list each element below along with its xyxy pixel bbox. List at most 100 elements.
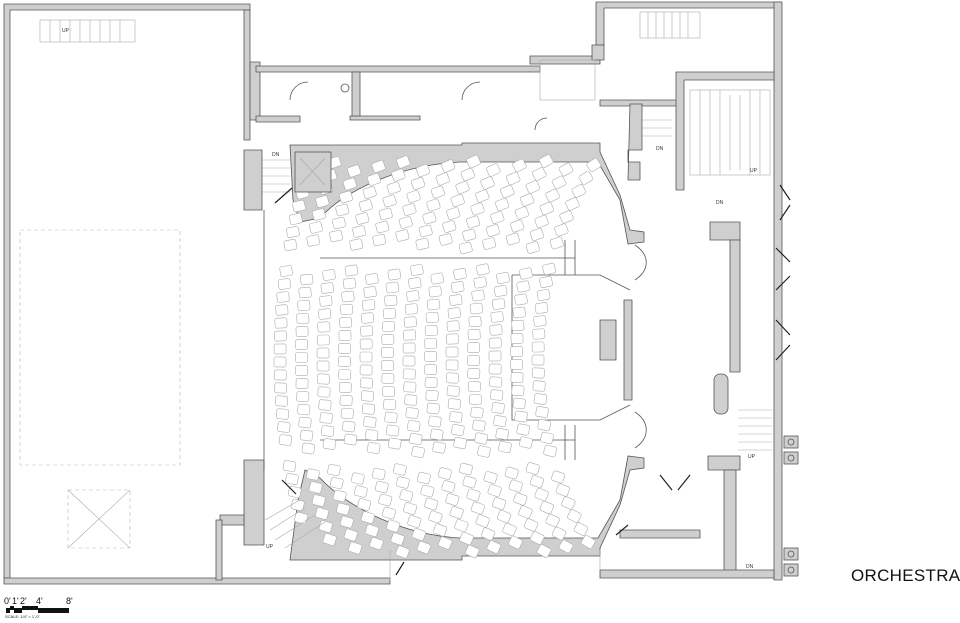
seat [487, 484, 502, 497]
seat [475, 514, 490, 528]
scale-tick: 8' [66, 596, 73, 606]
seat [500, 184, 515, 199]
seat [545, 513, 560, 528]
seat [488, 350, 502, 362]
seat [371, 467, 386, 481]
seat [445, 333, 459, 345]
seat [450, 194, 465, 207]
seat [395, 545, 410, 559]
seat [322, 269, 336, 281]
seat [398, 216, 413, 229]
seat [535, 406, 549, 418]
seat [407, 420, 421, 432]
seat [338, 381, 352, 394]
seat [365, 273, 379, 285]
seat [372, 233, 387, 247]
seat [551, 526, 567, 541]
seat [416, 471, 431, 485]
ramp-structure [539, 59, 596, 101]
seat [508, 479, 523, 493]
seat [519, 267, 533, 280]
seat [384, 411, 398, 424]
seat [496, 271, 510, 285]
seat [278, 434, 293, 446]
seat [308, 481, 323, 494]
seat [378, 207, 393, 221]
seat [449, 411, 463, 423]
seat [468, 393, 483, 406]
seat [382, 307, 396, 320]
seat [460, 167, 475, 182]
seat [294, 511, 308, 525]
seat [402, 203, 417, 216]
seat [428, 510, 443, 524]
seat [534, 214, 549, 229]
seat [320, 425, 335, 437]
seat [539, 275, 553, 289]
seat [455, 180, 470, 195]
seat [433, 523, 448, 537]
seat [408, 277, 422, 289]
seat [449, 506, 464, 519]
seat [404, 303, 419, 315]
seat [285, 472, 299, 486]
stair-label-up-se: UP [748, 454, 756, 460]
seat [353, 485, 368, 498]
seat [536, 544, 552, 558]
seat [565, 197, 580, 211]
seat [327, 463, 341, 477]
seat [336, 502, 351, 516]
seat [438, 233, 453, 246]
seat [296, 390, 310, 403]
scale-bar: 0' 1' 2' 4' 8' SCALE: 1/4" = 1'-0" [2, 596, 82, 622]
seat [366, 442, 381, 454]
seat [340, 303, 354, 316]
seat [510, 359, 523, 370]
seat [338, 330, 352, 341]
seat [371, 160, 386, 173]
seat [332, 216, 346, 230]
stair-label-up-east: UP [750, 168, 758, 174]
seat [342, 420, 356, 433]
seat [411, 445, 425, 459]
seat [489, 324, 503, 336]
seat [496, 509, 512, 524]
seat [418, 224, 433, 238]
seat [458, 241, 473, 255]
seat [422, 211, 437, 225]
seat [558, 162, 574, 177]
seat [467, 342, 481, 353]
seat [416, 540, 431, 555]
stair-label-dn-corridor: DN [716, 200, 724, 206]
seat [551, 470, 566, 484]
seat [483, 471, 498, 484]
seat [571, 184, 587, 198]
seat [343, 528, 358, 542]
seat [385, 424, 400, 437]
seat [428, 285, 442, 298]
seat [322, 438, 337, 450]
seat [462, 475, 477, 489]
scale-tick: 4' [36, 596, 43, 606]
seat [317, 386, 331, 398]
seat [453, 436, 467, 450]
seat [298, 286, 312, 299]
seat [306, 234, 320, 247]
seat [504, 466, 519, 480]
seat [445, 346, 459, 358]
seat [339, 515, 354, 529]
seat [315, 195, 330, 208]
seat [435, 172, 450, 186]
seat [316, 334, 330, 346]
seat [467, 368, 481, 379]
seat [344, 264, 359, 277]
seat [466, 215, 481, 229]
seat [545, 188, 560, 203]
seat [361, 403, 376, 415]
seat [513, 492, 528, 506]
seat [510, 372, 524, 383]
seat [277, 421, 291, 433]
seat [369, 537, 384, 550]
seat [459, 462, 473, 476]
seat [359, 351, 373, 363]
